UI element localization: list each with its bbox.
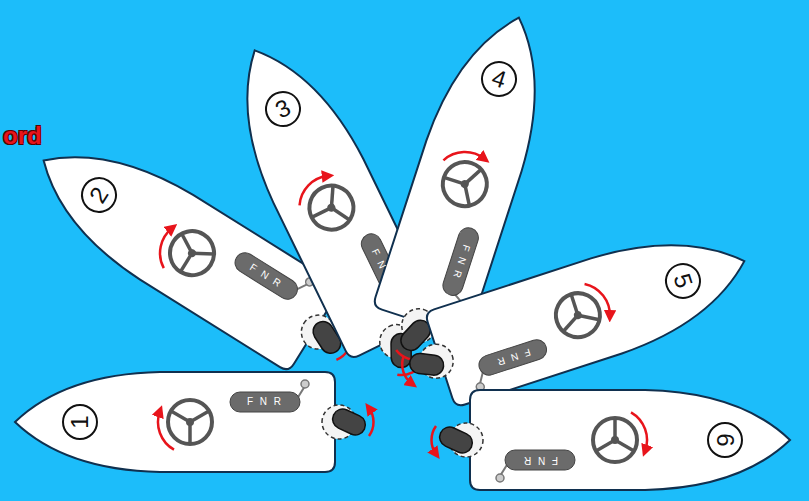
gear-label: F N R <box>522 455 558 465</box>
callout-number: 3 <box>272 95 295 122</box>
gear-label: F N R <box>247 397 283 407</box>
callout-number: 5 <box>669 271 696 291</box>
callout-circle: 1 <box>62 404 98 440</box>
callout-circle: 6 <box>707 422 743 458</box>
callout-number: 2 <box>85 183 112 207</box>
heading-title: ord <box>3 122 42 150</box>
callout-number: 4 <box>489 66 509 93</box>
callout-number: 1 <box>68 415 92 428</box>
callout-number: 6 <box>713 433 737 446</box>
